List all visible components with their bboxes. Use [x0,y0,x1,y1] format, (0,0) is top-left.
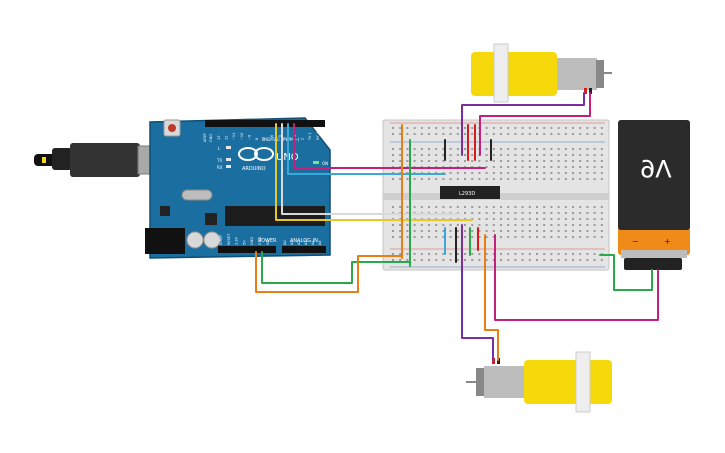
tx-led-label: TX [216,158,222,163]
pin-label: 13 [217,136,221,140]
battery-minus: − [632,237,639,246]
wire-purple-top-motor[interactable] [461,92,585,156]
dc-motor-top[interactable] [471,43,612,103]
battery-9v[interactable]: 9V − + [618,120,690,270]
pin-label: RESET [227,233,231,245]
pin-label: ~6 [270,135,274,140]
pin-label: GND [250,237,254,245]
wires [255,92,659,361]
pin-label: 7 [263,138,267,140]
wire-purple-bottom-motor[interactable] [461,224,494,361]
pin-label: 3.3V [235,236,239,245]
pin-label: GND [258,237,262,245]
pin-label: A2 [297,240,301,245]
digital-header-label: DIGITAL (PWM~) [262,137,300,143]
battery-voltage: 9V [640,154,672,182]
wire-green-battery[interactable] [599,254,653,291]
wire-orange-5v[interactable] [255,251,403,293]
on-led-label: ON [322,161,328,166]
pin-label: Vin [266,239,270,245]
power-label: POWER [258,238,277,244]
pin-label: A5 [318,240,322,245]
l-led-label: L [218,146,221,151]
pin-label: ~10 [240,133,244,140]
analog-label: ANALOG IN [290,238,318,244]
arduino-uno-board[interactable]: ARDUINO UNO DIGITAL (PWM~) POWER ANALOG … [145,117,331,259]
wire-white-arduino[interactable] [281,123,461,215]
analog-header [282,246,326,253]
wire-blue-arduino[interactable] [287,123,446,175]
l293d-label: L293D [459,191,475,197]
pin-label: A1 [290,240,294,245]
pin-label: ~9 [247,135,251,140]
wire-magenta-arduino[interactable] [293,123,486,169]
battery-plus: + [664,237,671,246]
wire-orange-bottom-motor[interactable] [484,234,499,361]
pin-label: ~11 [232,133,236,140]
pin-label: A3 [304,240,308,245]
aref-label: AREF [203,133,207,142]
arduino-logo [238,147,274,161]
arduino-brand: ARDUINO [242,166,266,172]
power-jack [145,228,185,254]
wire-magenta-top-motor[interactable] [479,92,591,156]
pin-label: 2 [301,138,305,140]
rx-led-label: RX [217,165,223,170]
power-header [218,246,276,253]
pin-label: 5V [242,240,246,245]
gnd-label: GND [209,134,213,142]
pin-label: IOREF [219,235,223,245]
wire-green-gnd[interactable] [261,251,411,284]
pin-label: 8 [255,138,259,140]
wire-magenta-battery[interactable] [494,234,659,321]
dc-motor-bottom[interactable] [466,351,612,413]
pin-label: RX 0 [316,132,320,140]
pin-label: 12 [225,136,229,140]
pin-label: A4 [311,240,315,245]
digital-header [205,120,325,127]
l293d-driver-chip[interactable]: L293D [440,186,500,199]
pin-label: TX 1 [308,132,312,141]
pin-label: ~5 [278,135,282,140]
pin-label: A0 [283,240,287,245]
wire-yellow-arduino[interactable] [275,123,473,221]
